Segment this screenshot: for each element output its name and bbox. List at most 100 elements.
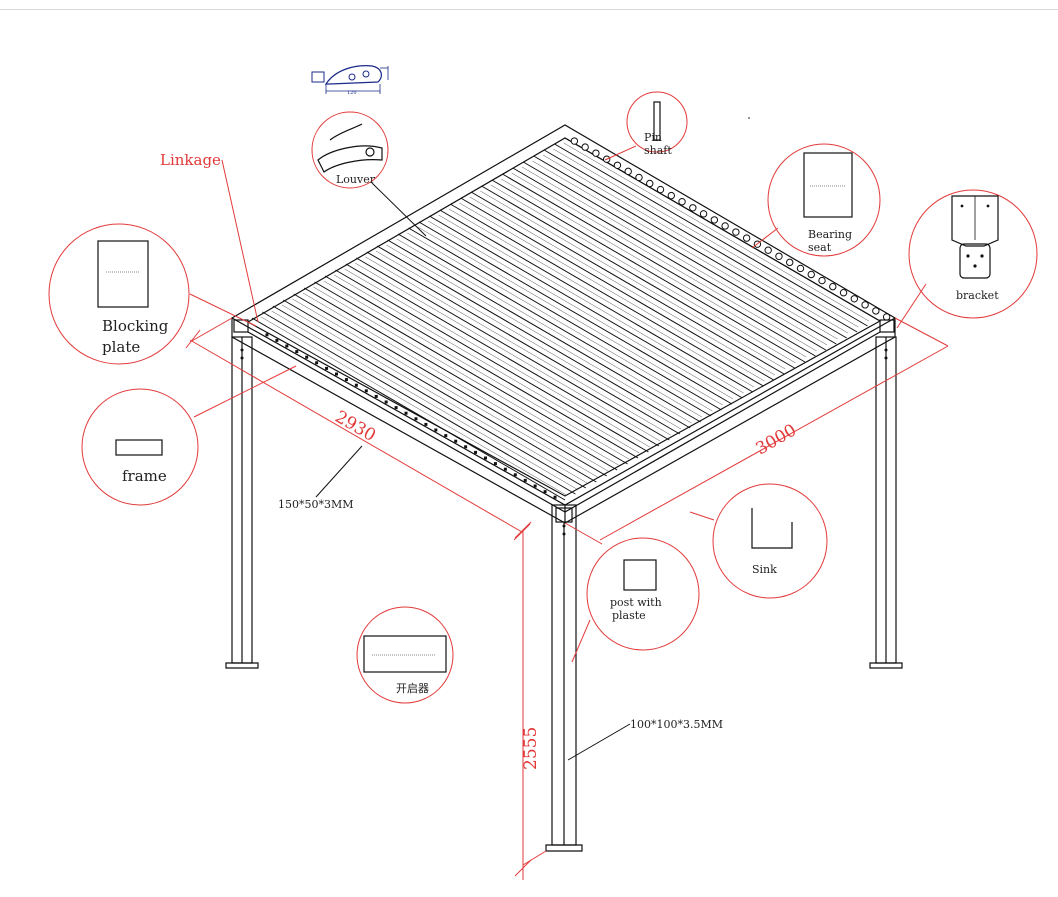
louver-slat bbox=[418, 221, 733, 405]
linkage-label: Linkage bbox=[160, 151, 221, 169]
linkage-mark bbox=[265, 333, 269, 337]
linkage-mark bbox=[325, 366, 329, 370]
louver-slat-edge bbox=[490, 184, 796, 364]
louver-slat-edge bbox=[396, 238, 702, 418]
louver-slat-edge bbox=[417, 226, 723, 406]
linkage-mark bbox=[493, 462, 497, 466]
linkage-mark bbox=[464, 445, 468, 449]
louver-slat bbox=[272, 305, 587, 489]
louver-slat bbox=[293, 293, 607, 477]
post-left bbox=[225, 336, 259, 669]
linkage-mark bbox=[474, 450, 478, 454]
dimension-height-value: 2555 bbox=[521, 727, 541, 770]
louver-slat bbox=[356, 257, 670, 441]
pin-knob bbox=[613, 161, 622, 170]
post-label-1: post with bbox=[610, 596, 662, 609]
bearing-seat-label-2: seat bbox=[808, 241, 832, 254]
louver-slat bbox=[283, 299, 597, 483]
louver-slat-edge bbox=[334, 274, 640, 454]
louver-slat-edge bbox=[344, 268, 650, 448]
linkage-mark bbox=[533, 484, 537, 488]
louver-slat-edge bbox=[323, 280, 629, 460]
louver-slat bbox=[533, 155, 847, 339]
linkage-mark bbox=[523, 478, 527, 482]
pin-knob bbox=[721, 222, 729, 230]
pin-knob bbox=[656, 185, 665, 194]
louver-slat-edge bbox=[448, 208, 755, 388]
roof-outer-outline bbox=[230, 124, 897, 506]
louver-slat-edge bbox=[459, 202, 765, 382]
linkage-mark bbox=[543, 490, 547, 494]
pin-knob bbox=[624, 167, 632, 176]
louver-slat-edge bbox=[281, 304, 588, 484]
pin-knob bbox=[786, 258, 794, 267]
callout-louver: Louver bbox=[311, 111, 427, 237]
louver-slat bbox=[449, 203, 764, 387]
louver-slat-edge bbox=[469, 196, 776, 376]
pin-knob bbox=[678, 198, 686, 206]
frame-beam-left-bottom bbox=[231, 318, 566, 525]
louver-slat bbox=[460, 197, 774, 381]
linkage-mark bbox=[315, 361, 319, 365]
louver-slat bbox=[324, 275, 639, 459]
pin-knob bbox=[807, 270, 815, 279]
pin-knob bbox=[839, 289, 848, 297]
louver-slat bbox=[439, 209, 754, 393]
louver-slat-edge bbox=[292, 298, 598, 478]
louver-label: Louver bbox=[336, 173, 376, 186]
post-front bbox=[545, 504, 583, 852]
louver-slat bbox=[314, 281, 628, 465]
louver-profile-sketch: 120 bbox=[311, 65, 389, 96]
pin-knob bbox=[581, 143, 589, 151]
louver-slat bbox=[491, 179, 806, 363]
pin-knob bbox=[570, 137, 579, 145]
linkage-mark bbox=[335, 372, 338, 376]
pin-knob bbox=[667, 191, 675, 200]
pin-knob bbox=[592, 149, 600, 157]
pin-knob bbox=[882, 313, 891, 321]
linkage-mark bbox=[384, 400, 388, 404]
linkage-mark bbox=[344, 378, 348, 382]
pin-knob bbox=[861, 301, 869, 309]
dimension-width-left: 2930 bbox=[185, 317, 531, 541]
pin-knob bbox=[764, 246, 772, 254]
pin-knob bbox=[818, 276, 826, 285]
bearing-seat-label-1: Bearing bbox=[808, 228, 852, 241]
louver-slat bbox=[303, 287, 618, 471]
dimension-width-left-value: 2930 bbox=[332, 407, 379, 446]
louver-slat-edge bbox=[386, 244, 692, 424]
louver-slat bbox=[408, 227, 722, 411]
posts bbox=[225, 319, 903, 852]
top-divider bbox=[0, 0, 1058, 10]
post-label-2: plaste bbox=[612, 609, 646, 622]
callout-pin-shaft: Pin shaft bbox=[604, 91, 688, 161]
louver-slat-edge bbox=[302, 292, 609, 472]
linkage-mark bbox=[434, 428, 438, 432]
pin-knob bbox=[742, 234, 751, 242]
callout-blocking-plate: Blocking plate bbox=[48, 223, 257, 365]
louver-slat-edge bbox=[354, 262, 661, 442]
linkage-mark bbox=[404, 411, 408, 415]
louver-slat-edge bbox=[271, 310, 577, 490]
louver-slat-edge bbox=[428, 220, 734, 400]
louver-slat bbox=[251, 317, 566, 501]
linkage-mark bbox=[374, 394, 378, 398]
callout-sink: Sink bbox=[689, 483, 828, 599]
bracket-label: bracket bbox=[956, 289, 999, 302]
linkage-mark bbox=[454, 439, 458, 443]
pin-knob bbox=[699, 210, 708, 218]
linkage-mark bbox=[394, 406, 398, 410]
linkage-mark bbox=[414, 417, 418, 421]
louver-slat-edge bbox=[511, 172, 817, 352]
louver-slat bbox=[512, 167, 827, 351]
post-right bbox=[869, 336, 903, 669]
louver-slat-edge bbox=[365, 256, 671, 436]
louver-slat-edge bbox=[501, 178, 807, 358]
louver-slat bbox=[387, 239, 701, 423]
linkage-mark bbox=[444, 434, 448, 438]
louver-slats bbox=[251, 137, 879, 501]
blocking-plate-label-1: Blocking bbox=[102, 317, 169, 335]
louver-slat-edge bbox=[532, 160, 838, 340]
stray-dot bbox=[748, 117, 750, 119]
